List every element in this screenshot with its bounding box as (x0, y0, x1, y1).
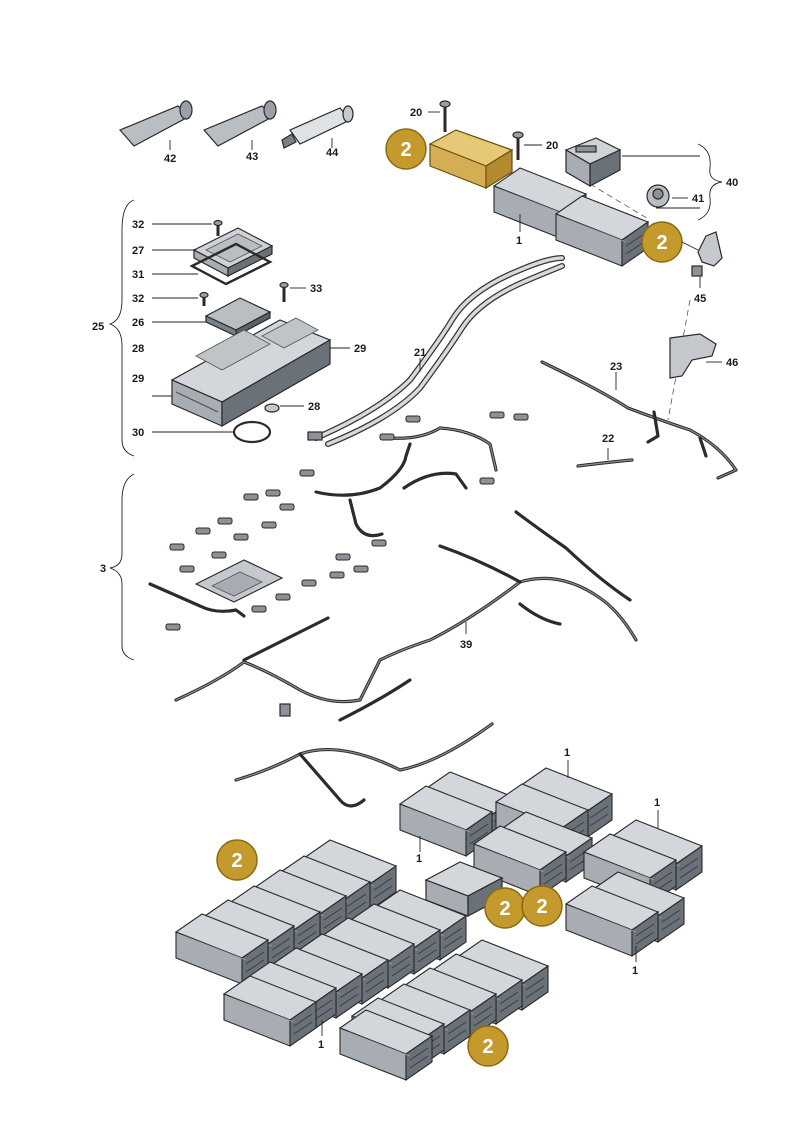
wiring-harness-39 (174, 510, 638, 808)
sealant-tube-42 (118, 100, 193, 147)
label-3: 3 (100, 563, 106, 575)
screw-32a (213, 219, 223, 236)
label-29b: 29 (132, 373, 144, 385)
label-43: 43 (246, 151, 258, 163)
battery-module-single (424, 861, 504, 917)
bracket-46 (669, 333, 717, 379)
label-1-d: 1 (632, 965, 638, 977)
label-46: 46 (726, 357, 738, 369)
label-1-c: 1 (654, 797, 660, 809)
label-1-a: 1 (564, 747, 570, 759)
cable-22 (576, 458, 634, 468)
screw-32b (199, 291, 209, 306)
label-28b: 28 (308, 401, 320, 413)
label-32b: 32 (132, 293, 144, 305)
badge-2-middle-b[interactable]: 2 (521, 885, 563, 927)
bracket-45 (691, 231, 723, 277)
label-1-b: 1 (416, 853, 422, 865)
badge-2-middle-a[interactable]: 2 (484, 887, 526, 929)
screw-20a (439, 100, 451, 132)
label-32a: 32 (132, 219, 144, 231)
label-42: 42 (164, 153, 176, 165)
label-20b: 20 (546, 140, 558, 152)
label-39: 39 (460, 639, 472, 651)
battery-module-top-1 (493, 167, 649, 267)
coolant-line-21 (307, 255, 565, 447)
label-21: 21 (414, 347, 426, 359)
svg-text:2: 2 (536, 896, 547, 918)
label-29a: 29 (354, 343, 366, 355)
controller-housing-29 (170, 317, 332, 428)
screw-20b (512, 131, 524, 160)
badge-2-top-left[interactable]: 2 (385, 128, 427, 170)
sealant-tube-44 (281, 105, 354, 149)
svg-text:2: 2 (400, 139, 411, 161)
sensor-41 (646, 184, 670, 208)
sealant-tube-43 (202, 100, 277, 147)
o-ring-30 (232, 420, 272, 444)
gasket-31 (189, 242, 273, 286)
label-31: 31 (132, 269, 144, 281)
label-1-e: 1 (318, 1039, 324, 1051)
label-25: 25 (92, 321, 104, 333)
svg-text:2: 2 (482, 1036, 493, 1058)
badge-2-top-right[interactable]: 2 (641, 221, 683, 263)
cover-27 (192, 227, 274, 277)
connectors-group-3 (165, 411, 529, 631)
control-unit-40 (564, 137, 622, 188)
svg-text:2: 2 (656, 232, 667, 254)
label-27: 27 (132, 245, 144, 257)
badge-2-bottom[interactable]: 2 (467, 1025, 509, 1067)
label-41: 41 (692, 193, 704, 205)
seal-28 (264, 403, 280, 413)
label-33: 33 (310, 283, 322, 295)
label-30: 30 (132, 427, 144, 439)
harness-group-3 (148, 426, 498, 618)
svg-text:2: 2 (499, 898, 510, 920)
label-26: 26 (132, 317, 144, 329)
highlighted-module (428, 129, 514, 190)
label-1-top: 1 (516, 235, 522, 247)
label-40: 40 (726, 177, 738, 189)
label-44: 44 (326, 147, 339, 159)
label-20a: 20 (410, 107, 422, 119)
label-28a: 28 (132, 343, 144, 355)
label-22: 22 (602, 433, 614, 445)
screw-33 (279, 281, 289, 302)
label-45: 45 (694, 293, 706, 305)
label-23: 23 (610, 361, 622, 373)
svg-text:2: 2 (231, 850, 242, 872)
badge-2-bottom-left[interactable]: 2 (216, 839, 258, 881)
wiring-harness-23 (540, 360, 738, 480)
